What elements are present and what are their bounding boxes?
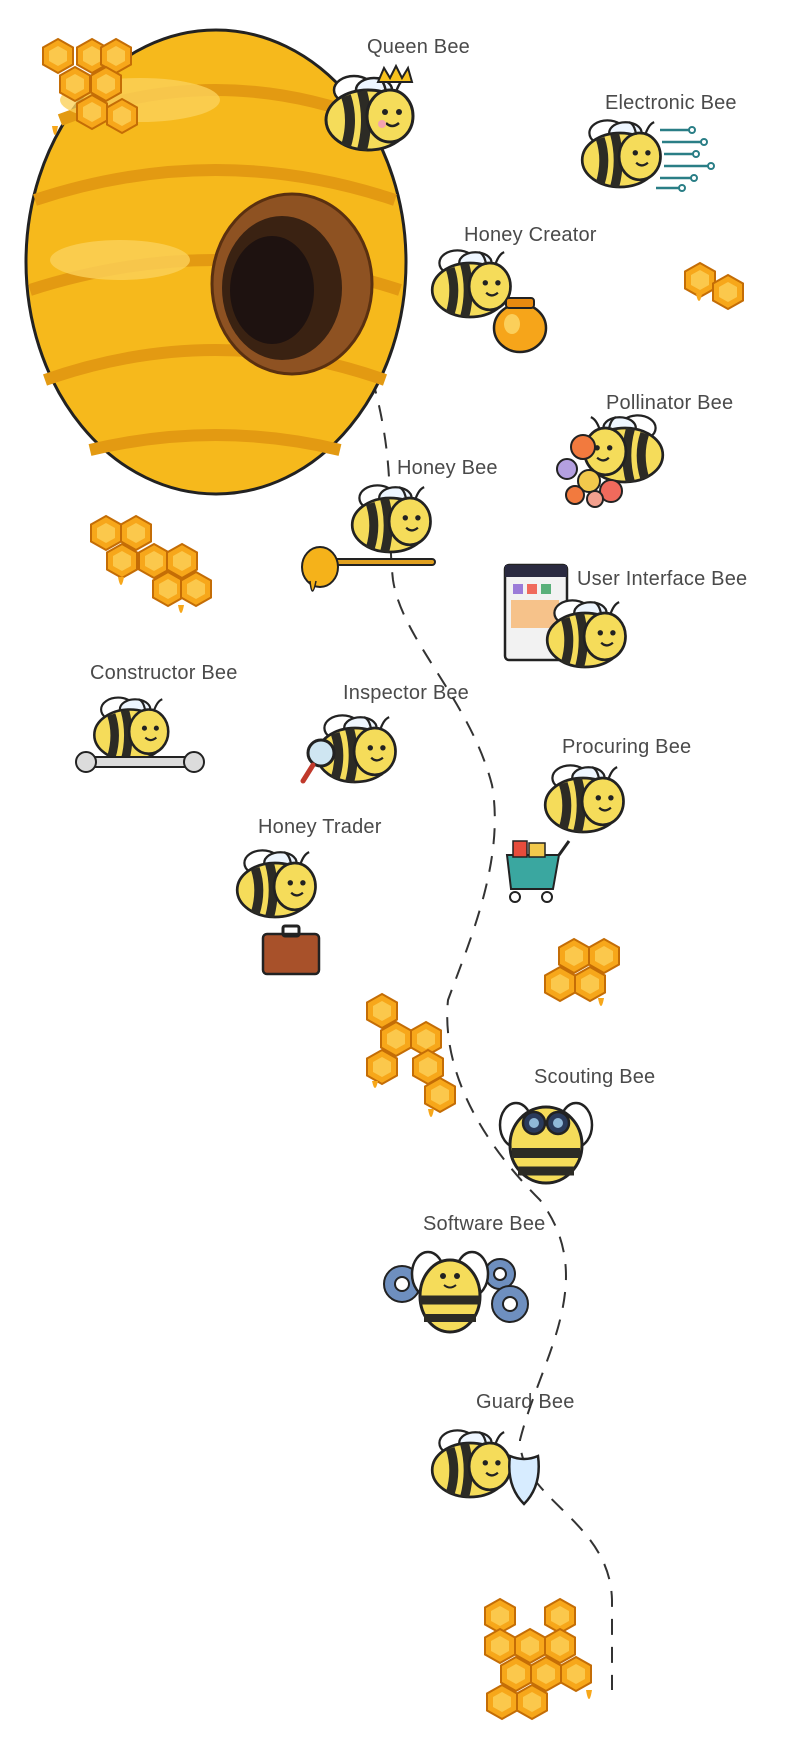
honey-trader-bee-icon (237, 850, 321, 976)
label-electronic-bee: Electronic Bee (605, 92, 737, 114)
honey-bee-icon (301, 485, 436, 592)
label-pollinator-bee: Pollinator Bee (606, 392, 734, 414)
label-honey-bee: Honey Bee (397, 457, 498, 479)
magnifier-icon (300, 738, 336, 784)
label-software-bee: Software Bee (423, 1213, 546, 1235)
label-queen-bee: Queen Bee (367, 36, 470, 58)
label-honey-creator: Honey Creator (464, 224, 597, 246)
label-procuring-bee: Procuring Bee (562, 736, 692, 758)
flowers-icon (556, 434, 623, 508)
honey-jar-icon (492, 297, 548, 354)
label-constructor-bee: Constructor Bee (90, 662, 238, 684)
software-bee-icon (383, 1250, 529, 1334)
label-honey-trader: Honey Trader (258, 816, 382, 838)
guard-bee-icon (432, 1430, 540, 1506)
wrench-icon (75, 751, 205, 773)
procuring-bee-icon (505, 765, 624, 903)
honeycomb-icon (42, 38, 138, 135)
label-guard-bee: Guard Bee (476, 1391, 575, 1413)
scouting-bee-icon (498, 1101, 594, 1185)
briefcase-icon (261, 924, 321, 976)
honeycomb-icon (366, 993, 456, 1117)
label-scouting-bee: Scouting Bee (534, 1066, 656, 1088)
queen-bee-icon (326, 63, 413, 150)
shopping-cart-icon (505, 840, 571, 903)
honeycomb-icon (684, 262, 744, 310)
inspector-bee-icon (300, 715, 396, 784)
label-inspector-bee: Inspector Bee (343, 682, 470, 704)
dashed-route-line (371, 377, 613, 1690)
constructor-bee-icon (75, 698, 205, 773)
beehive-icon (24, 28, 408, 496)
honey-dipper-icon (301, 546, 436, 592)
shield-icon (508, 1454, 540, 1506)
honeycomb-icon (484, 1598, 592, 1720)
honeycomb-icon (90, 515, 212, 613)
pollinator-bee-icon (556, 415, 663, 508)
honeycomb-icon (544, 938, 620, 1006)
label-user-interface-bee: User Interface Bee (577, 568, 748, 590)
honey-creator-bee-icon (432, 250, 548, 354)
user-interface-bee-icon (503, 563, 626, 667)
electronic-bee-icon (582, 120, 715, 192)
binoculars-icon (521, 1110, 571, 1136)
